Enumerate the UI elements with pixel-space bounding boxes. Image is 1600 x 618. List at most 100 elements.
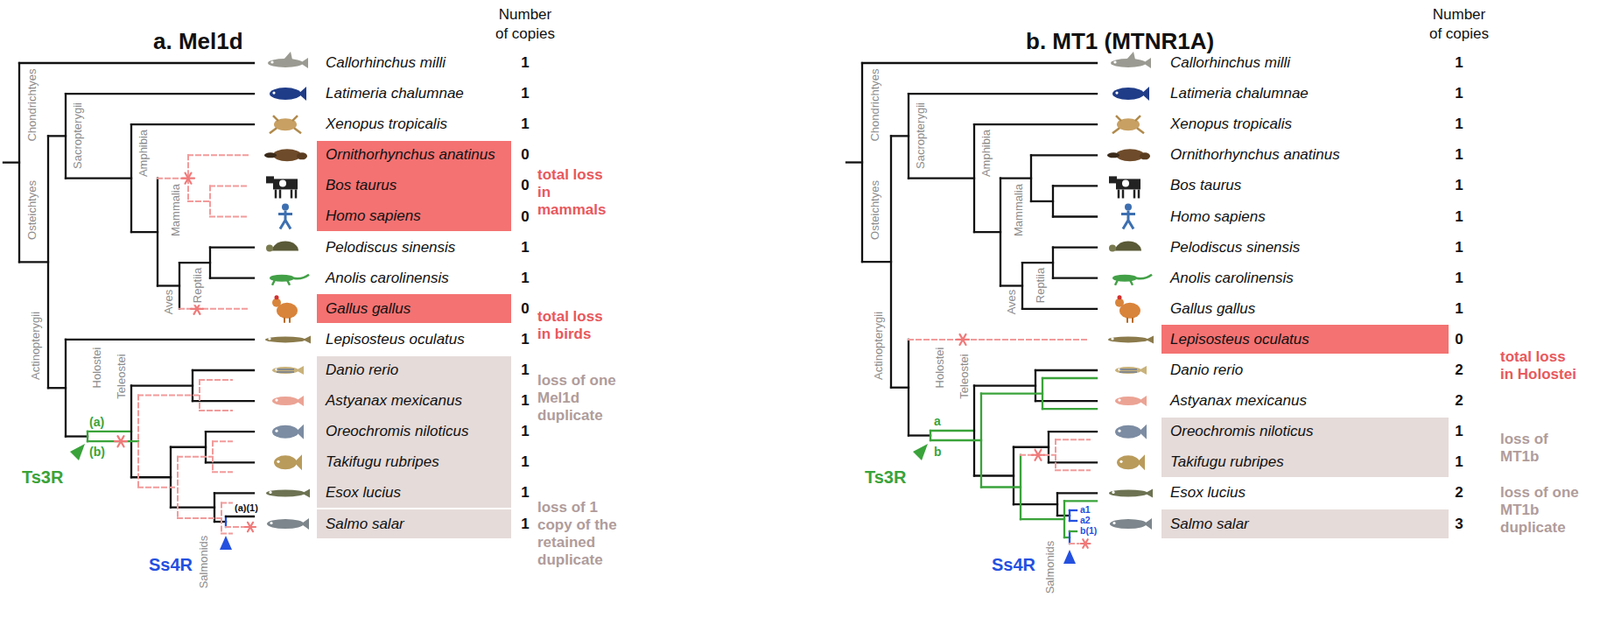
species-name: Homo sapiens <box>1170 207 1266 227</box>
tree-branch <box>1069 519 1077 522</box>
tree-branch <box>131 123 254 126</box>
species-icon <box>269 274 309 286</box>
icon-part <box>1139 152 1151 160</box>
tree-branch <box>210 216 249 218</box>
tree-branch <box>220 502 223 534</box>
asterisk-stroke <box>118 435 125 447</box>
species-icon <box>266 518 309 530</box>
species-name: Bos taurus <box>325 175 397 196</box>
loss-band: Ornithorhynchus anatinusBos taurusHomo s… <box>316 140 512 232</box>
tree-branch <box>212 470 232 473</box>
tree-branch <box>19 62 254 64</box>
icon-part <box>1115 241 1142 252</box>
tree-branch <box>1041 378 1044 409</box>
icon-part <box>281 203 289 211</box>
tree-branch <box>973 124 976 232</box>
tree-branch <box>908 176 975 179</box>
tree-branch <box>1064 499 1097 502</box>
species-name: Anolis carolinensis <box>325 268 450 288</box>
clade-label: Sacropterygii <box>70 100 85 171</box>
panel-title: b. MT1 (MTNR1A) <box>1025 27 1215 56</box>
icon-part <box>1117 429 1121 433</box>
tree-branch <box>891 134 909 137</box>
copy-number: 1 <box>520 483 529 503</box>
tree-branch <box>87 430 132 433</box>
tree-branch <box>1021 262 1024 309</box>
species-name: Salmo salar <box>1170 514 1250 534</box>
copy-number: 1 <box>520 452 529 472</box>
species-name: Ornithorhynchus anatinus <box>325 145 496 165</box>
tree-branch <box>64 339 67 437</box>
tree-branch <box>1052 277 1097 280</box>
icon-part <box>265 336 306 343</box>
species-icon <box>272 365 304 375</box>
species-icon <box>1115 294 1141 323</box>
asterisk-stroke <box>247 522 253 532</box>
tree-branch <box>137 395 140 488</box>
clade-label: Teleostei <box>957 351 971 400</box>
icon-part <box>1138 424 1147 440</box>
tree-branch <box>1055 469 1090 471</box>
icon-part <box>1117 294 1123 300</box>
tree-branch <box>1031 154 1097 156</box>
icon-part <box>1118 189 1139 198</box>
tree-branch <box>225 526 246 528</box>
species-name: Takifugu rubripes <box>325 452 440 472</box>
loss-annotation: total loss in Holostei <box>1500 348 1581 384</box>
icon-part <box>1127 317 1133 323</box>
species-name: Xenopus tropicalis <box>325 114 448 134</box>
tree-branch <box>1063 500 1066 538</box>
column-header: Number of copies <box>492 5 559 44</box>
species-icon <box>1116 454 1145 471</box>
tree-branch <box>209 247 211 279</box>
copy-number: 1 <box>1454 421 1463 442</box>
copy-number: 1 <box>520 114 529 134</box>
icon-part <box>274 429 278 433</box>
icon-part <box>272 274 309 286</box>
duplication-arrow <box>219 535 232 550</box>
tree-branch <box>1068 531 1071 544</box>
clade-label: Teleostei <box>114 351 128 400</box>
tree-branch <box>19 260 49 263</box>
asterisk-stroke <box>1035 449 1042 461</box>
asterisk-stroke <box>185 173 192 184</box>
copy-number: 3 <box>1454 514 1463 534</box>
tree-branch <box>177 456 213 458</box>
copy-number: 1 <box>520 360 529 380</box>
clade-label: Actinopterygii <box>871 309 885 382</box>
copy-number: 0 <box>520 145 529 165</box>
partial-loss-band: Danio rerioAstyanax mexicanusOreochromis… <box>316 356 512 508</box>
tree-branch <box>1069 509 1077 512</box>
copy-number: 1 <box>1454 114 1463 134</box>
icon-part <box>1143 518 1152 530</box>
tree-branch <box>177 517 222 520</box>
loss-annotation: loss of one MT1b duplicate <box>1500 484 1581 537</box>
clade-label: Reptiia <box>1033 266 1047 305</box>
icon-part <box>1115 274 1152 286</box>
tree-branch <box>130 385 133 478</box>
icon-part <box>270 60 274 64</box>
icon-part <box>274 294 280 300</box>
species-name: Ornithorhynchus anatinus <box>1170 145 1341 165</box>
tree-branch <box>199 378 232 381</box>
tree-branch <box>1013 446 1049 449</box>
asterisk-stroke <box>194 303 201 315</box>
tree-branch <box>930 439 982 442</box>
icon-part <box>1119 460 1123 464</box>
clade-label: Osteichtyes <box>25 178 39 242</box>
tree-branch <box>907 339 910 436</box>
tree-branch <box>131 384 193 386</box>
copy-number: 0 <box>520 207 529 227</box>
tree-branch <box>210 245 254 248</box>
icon-part <box>1144 488 1153 498</box>
species-icon <box>1112 86 1150 101</box>
tree-branch <box>221 501 232 504</box>
copy-number: 2 <box>1454 483 1463 503</box>
icon-part <box>1115 178 1141 190</box>
species-icon <box>1115 424 1147 440</box>
tree-branch <box>1069 530 1077 533</box>
tree-branch <box>205 430 254 433</box>
duplication-label: a2 <box>1080 514 1091 527</box>
tree-branch <box>908 338 1090 341</box>
